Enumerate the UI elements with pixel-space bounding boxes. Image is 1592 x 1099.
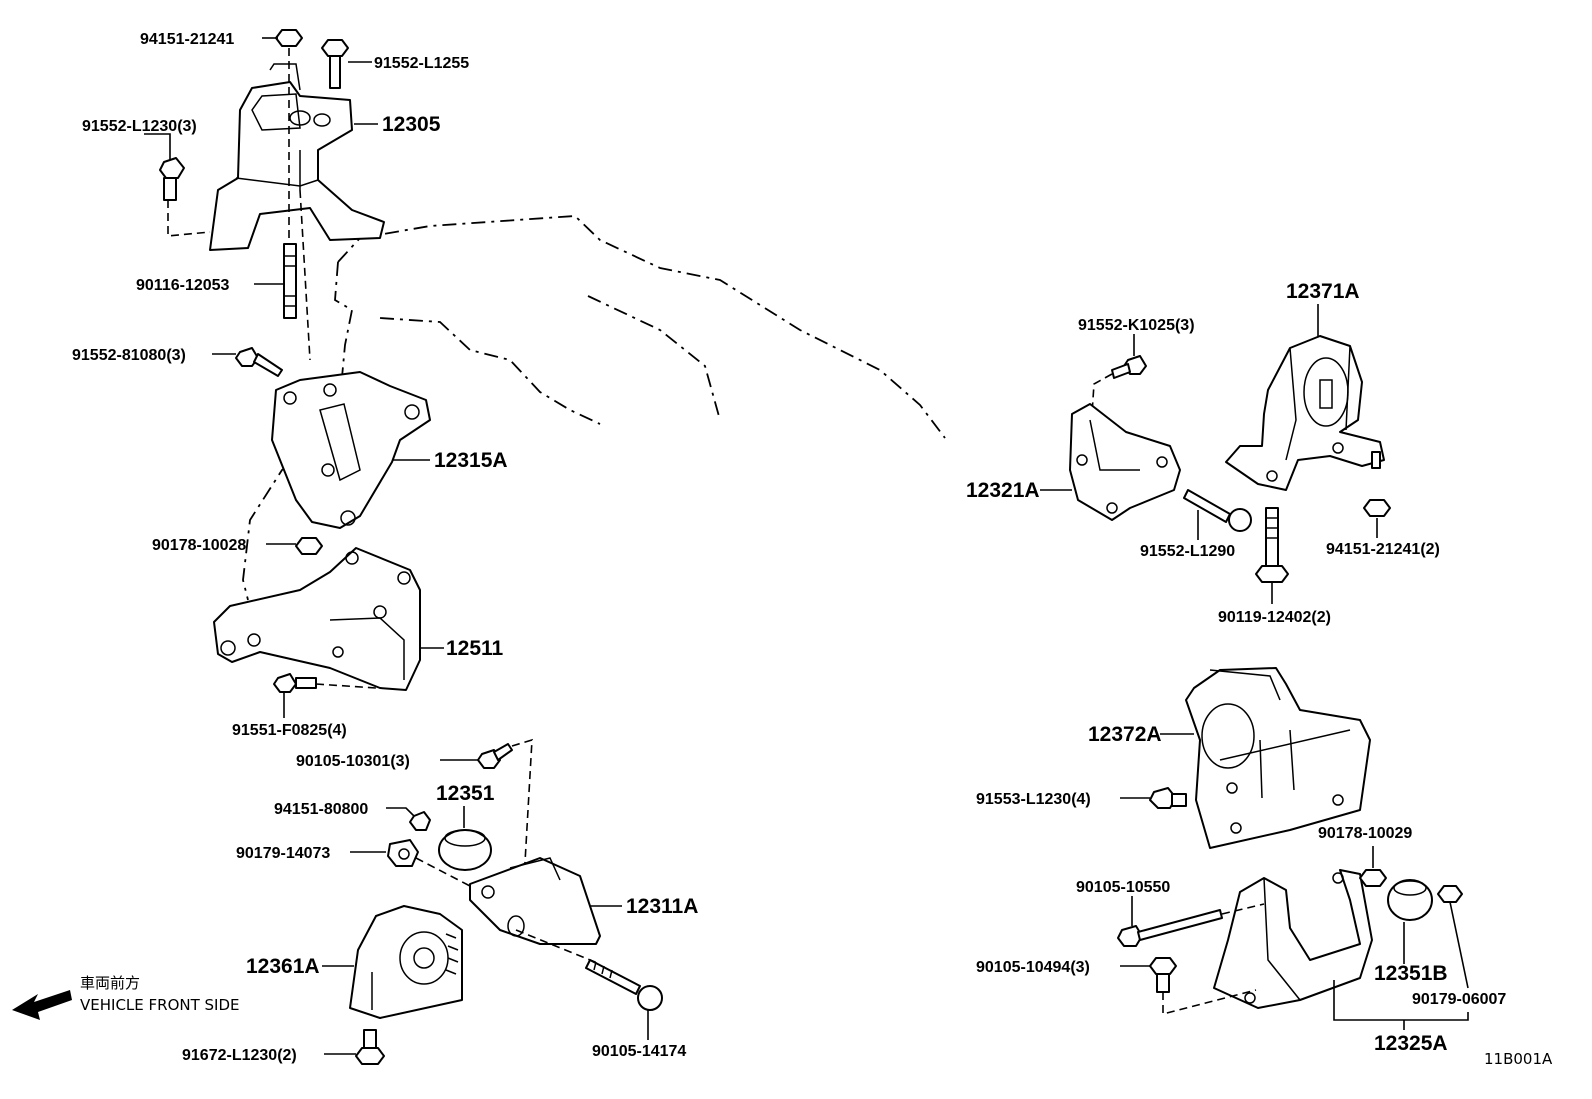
callout-94151-21241-2: 94151-21241(2) xyxy=(1326,541,1440,558)
callout-90178-10029: 90178-10029 xyxy=(1318,825,1412,842)
bracket-12315A xyxy=(271,371,431,529)
callout-12321A: 12321A xyxy=(966,479,1040,502)
bolt-icon xyxy=(235,347,283,377)
callout-91672-L1230-2: 91672-L1230(2) xyxy=(182,1047,297,1064)
callout-12361A: 12361A xyxy=(246,955,320,978)
bracket-12325A xyxy=(1213,869,1373,1009)
direction-note-en: VEHICLE FRONT SIDE xyxy=(80,996,240,1014)
callout-labels: 94151-21241 91552-L1255 12305 91552-L123… xyxy=(72,31,1553,1068)
callout-90105-10550: 90105-10550 xyxy=(1076,879,1170,896)
bolt-icon xyxy=(273,673,317,693)
bolt-icon xyxy=(585,959,663,1011)
bolt-icon xyxy=(321,39,349,89)
callout-12311A: 12311A xyxy=(626,895,698,918)
callout-90119-12402-2: 90119-12402(2) xyxy=(1218,609,1331,626)
engine-mount-12372A xyxy=(1185,667,1371,849)
callout-90116-12053: 90116-12053 xyxy=(136,277,230,294)
engine-outline xyxy=(242,215,946,601)
bracket-12311A xyxy=(469,857,601,945)
callout-90105-10494-3: 90105-10494(3) xyxy=(976,959,1090,976)
callout-12325A: 12325A xyxy=(1374,1032,1448,1055)
engine-mount-12361A xyxy=(349,905,463,1019)
bolt-icon xyxy=(477,743,513,769)
callout-91551-F0825-4: 91551-F0825(4) xyxy=(232,722,347,739)
callout-90178-10028: 90178-10028 xyxy=(152,537,246,554)
callout-12315A: 12315A xyxy=(434,449,508,472)
callout-94151-21241: 94151-21241 xyxy=(140,31,234,48)
callout-12371A: 12371A xyxy=(1286,280,1360,303)
callout-12351B: 12351B xyxy=(1374,962,1448,985)
engine-mount-12305 xyxy=(209,63,385,251)
nut-icon xyxy=(387,839,419,867)
nut-icon xyxy=(1359,869,1387,887)
callout-91552-81080-3: 91552-81080(3) xyxy=(72,347,186,364)
callout-91552-L1230-3: 91552-L1230(3) xyxy=(82,118,197,135)
bracket-12511 xyxy=(213,547,421,691)
callout-90105-14174: 90105-14174 xyxy=(592,1043,686,1060)
callout-90179-06007: 90179-06007 xyxy=(1412,991,1506,1008)
nut-icon xyxy=(1363,499,1391,517)
callout-90105-10301-3: 90105-10301(3) xyxy=(296,753,410,770)
callout-91553-L1230-4: 91553-L1230(4) xyxy=(976,791,1091,808)
direction-note-jp: 車両前方 xyxy=(80,974,140,992)
nut-icon xyxy=(409,811,431,831)
stud-bolt-icon xyxy=(1255,507,1289,583)
bolt-icon xyxy=(159,157,185,201)
bolt-icon xyxy=(1183,489,1252,532)
nut-icon xyxy=(275,29,303,47)
bushing-12351B xyxy=(1387,879,1433,921)
nut-icon xyxy=(1437,885,1463,903)
vehicle-front-arrow-icon xyxy=(12,990,72,1020)
callout-91552-L1290: 91552-L1290 xyxy=(1140,543,1235,560)
callout-12511: 12511 xyxy=(446,637,504,660)
callout-94151-80800: 94151-80800 xyxy=(274,801,368,818)
bushing-12351 xyxy=(438,829,492,871)
engine-mount-12371A xyxy=(1225,335,1385,491)
callout-90179-14073: 90179-14073 xyxy=(236,845,330,862)
stud-bolt-icon xyxy=(283,243,297,319)
stud-icon xyxy=(1371,451,1381,469)
callout-12351: 12351 xyxy=(436,782,495,805)
nut-icon xyxy=(295,537,323,555)
bolt-icon xyxy=(1117,909,1223,947)
callout-91552-K1025-3: 91552-K1025(3) xyxy=(1078,317,1195,334)
callout-91552-L1255: 91552-L1255 xyxy=(374,55,469,72)
bolt-icon xyxy=(1111,355,1147,379)
leader-lines xyxy=(144,37,1469,1055)
bolt-icon xyxy=(1149,787,1187,809)
bolt-icon xyxy=(1149,957,1177,993)
bracket-12321A xyxy=(1069,403,1181,521)
callout-12305: 12305 xyxy=(382,113,441,136)
diagram-id: 11B001A xyxy=(1484,1050,1553,1068)
bolt-icon xyxy=(355,1029,385,1065)
callout-12372A: 12372A xyxy=(1088,723,1162,746)
